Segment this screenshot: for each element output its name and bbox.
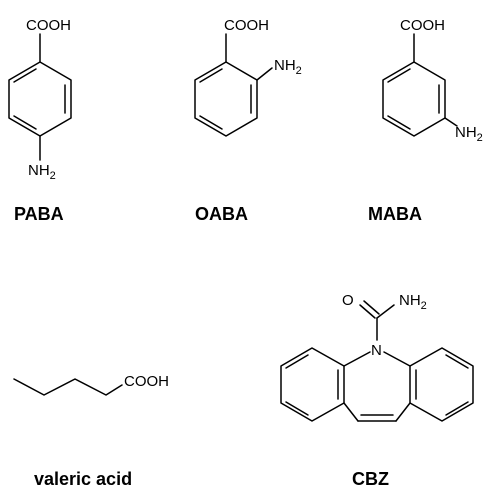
valeric-acid-chain [13,378,123,396]
cbz-n-left-ring-bond [343,351,371,367]
cbz-bridge-bond [343,402,359,422]
paba-double-bond [13,115,37,130]
cbz-carbonyl-double-bond [363,300,380,315]
cbz-n-right-ring-bond [383,351,411,367]
paba-amine-label: NH2 [28,162,56,182]
cbz-right-double-bond [445,354,469,369]
cbz-bridge-bond [395,402,411,422]
paba-amine-subscript: 2 [50,170,56,182]
paba-acid-label: COOH [26,17,71,34]
maba-name: MABA [368,204,422,224]
cbz-nitrogen-label: N [371,342,382,359]
cbz-carbonyl-amine-bond [376,304,395,319]
maba-amine-bond [444,117,458,127]
maba-double-bond [387,115,411,130]
oaba-name: OABA [195,204,248,224]
oaba-double-bond [199,68,223,83]
paba-name: PABA [14,204,64,224]
valeric-acid-name: valeric acid [34,469,132,489]
cbz-right-benzene-ring [409,347,474,422]
paba-amine-text: NH [28,162,50,179]
oaba-amine-label: NH2 [274,57,302,77]
paba-benzene-ring [8,61,72,137]
cbz-oxygen-label: O [342,292,354,309]
cbz-amine-text: NH [399,292,421,309]
cbz-left-double-bond [285,354,309,369]
valeric-acid-label: COOH [124,373,169,390]
cbz-carbonyl-double-bond [359,304,376,319]
maba-amine-text: NH [455,124,477,141]
cbz-amine-subscript: 2 [421,300,427,312]
cbz-amine-label: NH2 [399,292,427,312]
maba-amine-label: NH2 [455,124,483,144]
cbz-structure: O NH2 N CBZ [280,292,474,489]
maba-acid-label: COOH [400,17,445,34]
oaba-amine-text: NH [274,57,296,74]
cbz-left-double-bond [285,401,309,416]
cbz-left-benzene-ring [280,347,345,422]
valeric-acid-structure: COOH valeric acid [13,373,169,489]
maba-amine-subscript: 2 [477,132,483,144]
oaba-structure: COOH NH2 OABA [194,17,302,224]
oaba-acid-label: COOH [224,17,269,34]
maba-structure: COOH NH2 MABA [368,17,483,224]
oaba-amine-subscript: 2 [296,65,302,77]
maba-double-bond [387,68,411,83]
cbz-name: CBZ [352,469,389,489]
maba-benzene-ring [382,61,446,137]
oaba-benzene-ring [194,61,258,137]
oaba-amine-bond [256,67,273,81]
cbz-right-double-bond [445,401,469,416]
paba-double-bond [13,68,37,83]
oaba-double-bond [199,115,223,130]
paba-structure: COOH NH2 PABA [8,17,72,224]
